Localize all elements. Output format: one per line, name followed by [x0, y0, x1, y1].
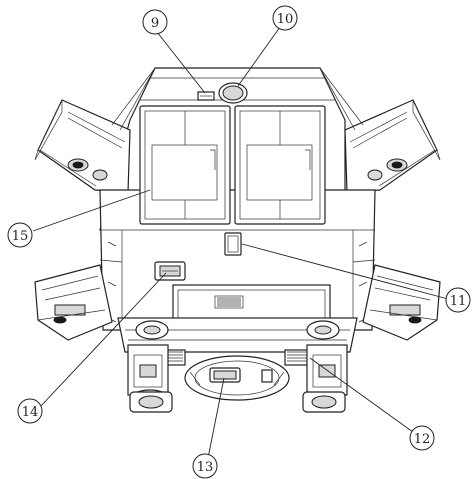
right-lower-arm	[362, 264, 441, 341]
body-panel	[224, 232, 242, 256]
chassis	[117, 317, 358, 353]
callout-11-label: 11	[450, 294, 467, 309]
right-wing-panel	[344, 99, 441, 193]
central-turntable	[184, 355, 290, 401]
left-lower-arm	[34, 264, 113, 341]
callout-14: 14	[17, 398, 43, 424]
leader-lines	[32, 26, 449, 459]
callout-12-label: 12	[414, 432, 431, 447]
left-window	[139, 105, 231, 225]
callout-10-label: 10	[277, 12, 294, 27]
wing-struts	[111, 67, 364, 131]
left-wing-panel	[34, 99, 131, 193]
callout-15-label: 15	[12, 229, 29, 244]
callout-13-label: 13	[197, 460, 214, 475]
right-leg	[302, 344, 348, 413]
callout-9-label: 9	[151, 16, 159, 31]
side-step	[154, 261, 186, 281]
right-window	[234, 105, 326, 225]
lower-access-panel	[172, 284, 331, 324]
callout-13: 13	[192, 453, 218, 479]
right-grille	[284, 349, 311, 366]
callout-14-label: 14	[22, 405, 39, 420]
left-leg	[127, 344, 173, 413]
callout-10: 10	[272, 5, 298, 31]
round-lamp	[218, 82, 248, 104]
callout-9: 9	[142, 9, 168, 35]
roof-slot	[197, 91, 215, 101]
callout-15: 15	[7, 222, 33, 248]
callout-12: 12	[409, 425, 435, 451]
vent-grille	[214, 295, 244, 309]
callout-11: 11	[445, 287, 471, 313]
